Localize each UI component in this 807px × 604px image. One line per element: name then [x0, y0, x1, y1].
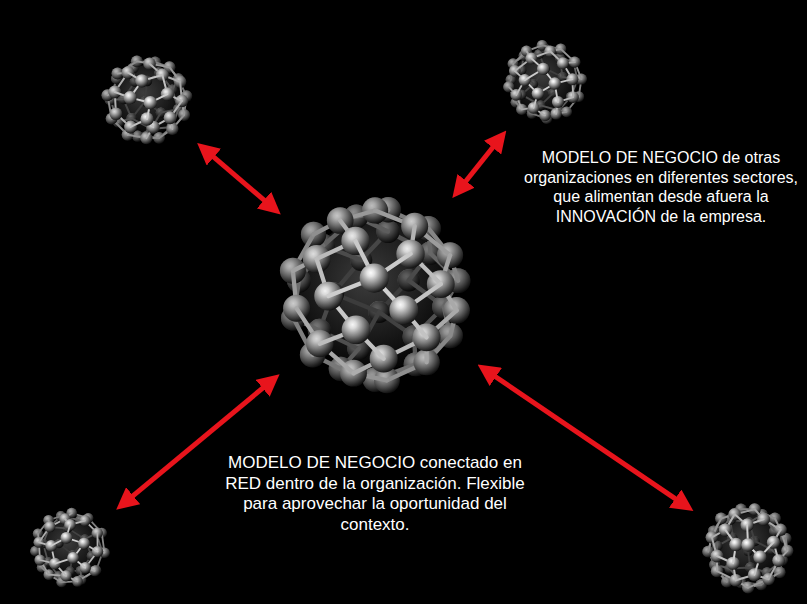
double-arrow	[205, 149, 273, 208]
atom-shade	[342, 315, 371, 344]
molecule-atom	[67, 552, 79, 564]
atom-shade	[557, 57, 569, 69]
atom-shade	[44, 521, 55, 532]
molecule-core	[299, 219, 450, 370]
node-caption-box: MODELO DE NEGOCIO de otras organizacione…	[522, 148, 800, 226]
atom-shade	[389, 296, 418, 325]
molecule-atom	[342, 315, 371, 344]
atom-shade	[549, 77, 561, 89]
molecule-atom	[123, 91, 136, 104]
atom-shade	[135, 74, 148, 87]
atom-shade	[360, 264, 389, 293]
atom-shade	[741, 538, 754, 551]
molecule-illustration	[499, 36, 591, 128]
molecule-atom	[144, 96, 157, 109]
molecule-atom	[741, 538, 754, 551]
atom-shade	[60, 532, 72, 544]
node-caption: MODELO DE NEGOCIO conectado en RED dentr…	[225, 453, 525, 536]
molecule-illustration	[698, 498, 798, 598]
molecule-atom	[549, 77, 561, 89]
molecule-illustration	[97, 50, 197, 150]
atom-shade	[144, 96, 157, 109]
atom-shade	[164, 111, 177, 124]
molecule-atom	[537, 63, 549, 75]
molecule-atom	[729, 538, 742, 551]
atom-shade	[753, 550, 766, 563]
molecule-atom	[44, 521, 55, 532]
molecule-node: MODELO DE NEGOCIO conectado en RED dentr…	[267, 187, 483, 403]
molecule-atom	[557, 57, 569, 69]
node-caption: MODELO DE NEGOCIO de otras organizacione…	[522, 148, 800, 226]
molecule-atom	[110, 107, 123, 120]
atom-shade	[537, 63, 549, 75]
molecule-atom	[60, 532, 72, 544]
molecule-atom	[753, 550, 766, 563]
atom-shade	[729, 538, 742, 551]
molecule-atom	[164, 111, 177, 124]
molecule-illustration	[267, 187, 483, 403]
node-caption-box: MODELO DE NEGOCIO conectado en RED dentr…	[225, 453, 525, 536]
molecule-node: MODELO DE NEGOCIO de otras organizacione…	[499, 36, 591, 128]
atom-shade	[67, 552, 79, 564]
molecule-node	[698, 498, 798, 598]
molecule-atom	[360, 264, 389, 293]
molecule-atom	[135, 74, 148, 87]
atom-shade	[123, 91, 136, 104]
molecule-atom	[78, 538, 90, 550]
atom-shade	[110, 107, 123, 120]
molecule-illustration	[26, 504, 114, 592]
molecule-node	[26, 504, 114, 592]
molecule-node	[97, 50, 197, 150]
double-arrow	[459, 138, 500, 190]
atom-shade	[532, 87, 544, 99]
molecule-atom	[389, 296, 418, 325]
molecule-core	[713, 513, 783, 583]
atom-shade	[78, 538, 90, 550]
molecule-atom	[532, 87, 544, 99]
